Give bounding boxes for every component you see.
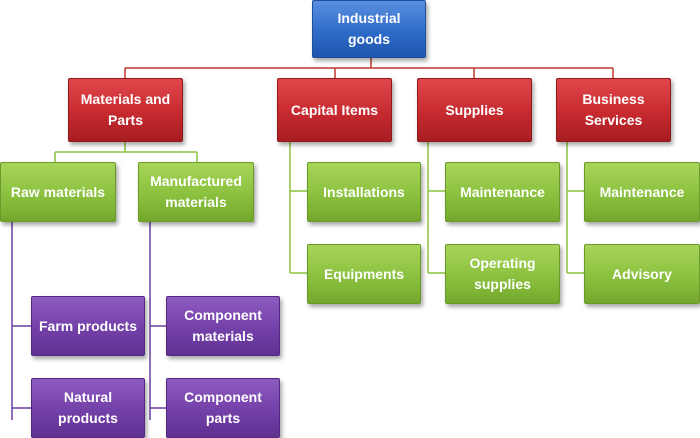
node-label: Raw materials bbox=[10, 183, 106, 200]
node-materials-and-parts: Materials and Parts bbox=[68, 78, 183, 142]
node-component-parts: Component parts bbox=[166, 378, 280, 438]
materials-connectors bbox=[54, 142, 198, 162]
node-farm-products: Farm products bbox=[31, 296, 145, 356]
node-services-maintenance: Maintenance bbox=[584, 162, 700, 222]
node-operating-supplies: Operating supplies bbox=[445, 244, 560, 304]
node-label: Supplies bbox=[445, 101, 504, 118]
services-connectors bbox=[566, 142, 584, 274]
node-raw-materials: Raw materials bbox=[0, 162, 116, 222]
node-label: Component parts bbox=[184, 389, 262, 426]
node-advisory: Advisory bbox=[584, 244, 700, 304]
node-supplies: Supplies bbox=[417, 78, 532, 142]
node-label: Capital Items bbox=[290, 101, 379, 118]
node-label: Maintenance bbox=[599, 183, 685, 200]
node-label: Advisory bbox=[612, 265, 672, 282]
manufactured-connectors bbox=[149, 222, 166, 420]
node-industrial-goods: Industrial goods bbox=[312, 0, 426, 58]
node-label: Component materials bbox=[184, 307, 262, 344]
node-label: Farm products bbox=[38, 317, 137, 334]
node-label: Industrial goods bbox=[337, 10, 401, 47]
node-label: Installations bbox=[323, 183, 405, 200]
node-installations: Installations bbox=[307, 162, 421, 222]
node-supplies-maintenance: Maintenance bbox=[445, 162, 560, 222]
node-label: Maintenance bbox=[460, 183, 545, 200]
node-manufactured-materials: Manufactured materials bbox=[138, 162, 254, 222]
supplies-connectors bbox=[427, 142, 445, 274]
node-label: Operating supplies bbox=[469, 255, 536, 292]
node-capital-items: Capital Items bbox=[277, 78, 392, 142]
node-label: Manufactured materials bbox=[150, 173, 242, 210]
node-label: Equipments bbox=[323, 265, 405, 282]
node-business-services: Business Services bbox=[556, 78, 671, 142]
capital-connectors bbox=[289, 142, 307, 274]
node-label: Business Services bbox=[582, 91, 645, 128]
node-equipments: Equipments bbox=[307, 244, 421, 304]
connector-lines bbox=[11, 58, 614, 420]
node-label: Natural products bbox=[58, 389, 118, 426]
root-connectors bbox=[124, 58, 614, 78]
node-label: Materials and Parts bbox=[80, 91, 171, 128]
node-component-materials: Component materials bbox=[166, 296, 280, 356]
raw-connectors bbox=[11, 222, 31, 420]
node-natural-products: Natural products bbox=[31, 378, 145, 438]
